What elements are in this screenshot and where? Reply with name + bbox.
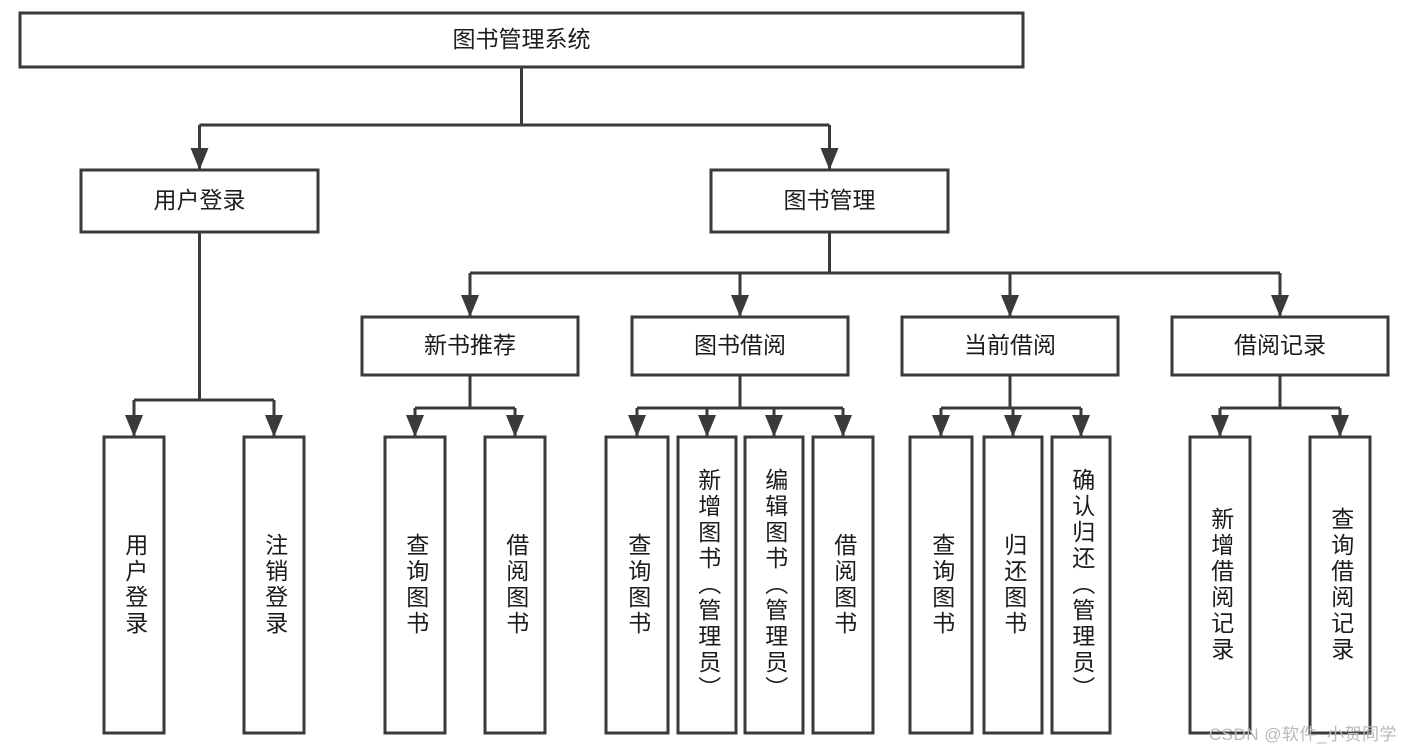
node-leaf-confirm-return-admin[interactable] bbox=[1050, 435, 1112, 735]
node-book-borrow[interactable] bbox=[630, 315, 850, 377]
arrowhead-icon bbox=[125, 415, 143, 437]
arrowhead-icon bbox=[1331, 415, 1349, 437]
arrowhead-icon bbox=[406, 415, 424, 437]
node-leaf-return-book[interactable] bbox=[982, 435, 1044, 735]
arrowhead-icon bbox=[731, 295, 749, 317]
node-leaf-borrow-book[interactable] bbox=[811, 435, 875, 735]
node-label-book-management: 图书管理 bbox=[784, 187, 876, 213]
node-leaf-logout[interactable] bbox=[242, 435, 306, 735]
node-leaf-borrow-book-rec[interactable] bbox=[483, 435, 547, 735]
node-leaf-query-borrow-record[interactable] bbox=[1308, 435, 1372, 735]
node-leaf-add-book-admin[interactable] bbox=[676, 435, 738, 735]
connector-group bbox=[125, 67, 1349, 437]
node-user-login[interactable] bbox=[79, 168, 320, 234]
node-leaf-user-login[interactable] bbox=[102, 435, 166, 735]
arrowhead-icon bbox=[628, 415, 646, 437]
node-root-root[interactable] bbox=[18, 11, 1025, 69]
node-borrow-record[interactable] bbox=[1170, 315, 1390, 377]
arrowhead-icon bbox=[1001, 295, 1019, 317]
node-label-new-book-recommend: 新书推荐 bbox=[424, 332, 516, 358]
node-leaf-query-book-rec[interactable] bbox=[383, 435, 447, 735]
node-leaf-edit-book-admin[interactable] bbox=[743, 435, 805, 735]
arrowhead-icon bbox=[932, 415, 950, 437]
arrowhead-icon bbox=[506, 415, 524, 437]
node-label-book-borrow: 图书借阅 bbox=[694, 332, 786, 358]
node-book-management[interactable] bbox=[709, 168, 950, 234]
node-label-borrow-record: 借阅记录 bbox=[1234, 332, 1326, 358]
node-box-group bbox=[18, 11, 1390, 735]
arrowhead-icon bbox=[265, 415, 283, 437]
arrowhead-icon bbox=[1271, 295, 1289, 317]
node-leaf-add-borrow-record[interactable] bbox=[1188, 435, 1252, 735]
arrowhead-icon bbox=[1072, 415, 1090, 437]
arrowhead-icon bbox=[765, 415, 783, 437]
node-label-user-login: 用户登录 bbox=[154, 187, 246, 213]
node-label-current-borrow: 当前借阅 bbox=[964, 332, 1056, 358]
arrowhead-icon bbox=[698, 415, 716, 437]
arrowhead-icon bbox=[1004, 415, 1022, 437]
node-current-borrow[interactable] bbox=[900, 315, 1120, 377]
arrowhead-icon bbox=[190, 148, 209, 170]
node-new-book-recommend[interactable] bbox=[360, 315, 580, 377]
arrowhead-icon bbox=[1211, 415, 1229, 437]
node-leaf-query-book-current[interactable] bbox=[908, 435, 974, 735]
node-label-root: 图书管理系统 bbox=[453, 26, 591, 52]
arrowhead-icon bbox=[820, 148, 839, 170]
watermark-text: CSDN @软件_小贺同学 bbox=[1208, 725, 1397, 744]
arrowhead-icon bbox=[834, 415, 852, 437]
arrowhead-icon bbox=[461, 295, 479, 317]
node-leaf-query-book-borrow[interactable] bbox=[604, 435, 670, 735]
